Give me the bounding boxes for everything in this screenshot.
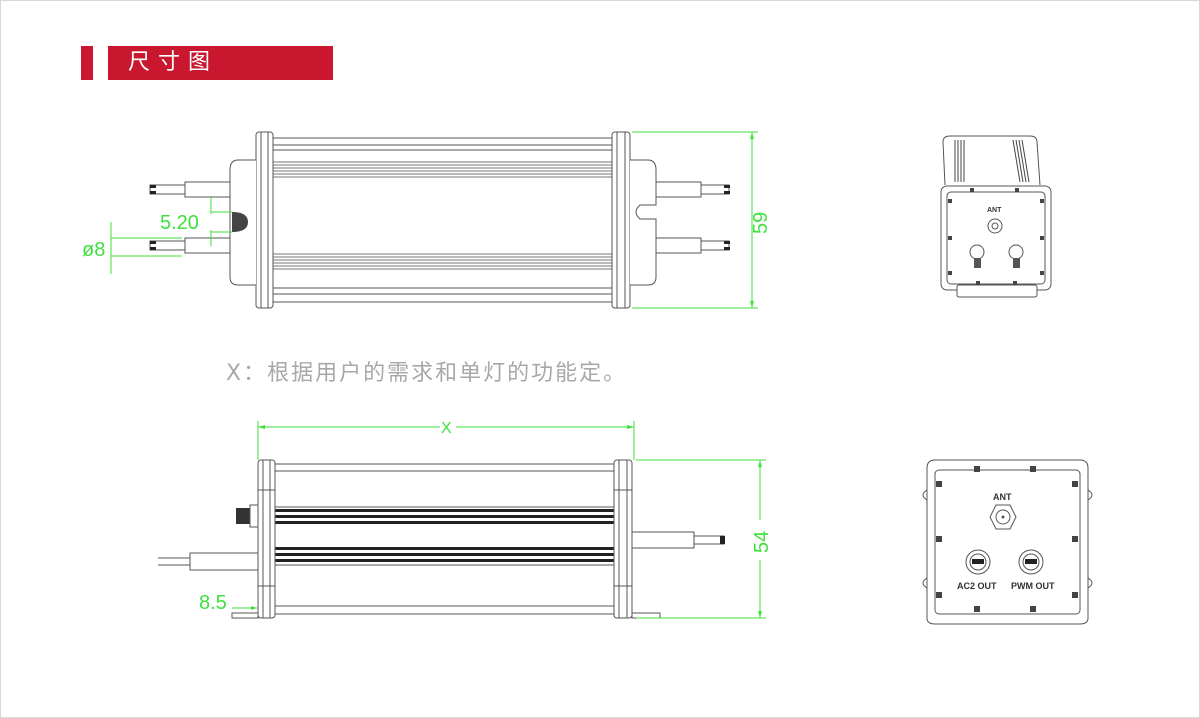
section-title: 尺寸图	[108, 46, 333, 80]
end-ant-label: ANT	[993, 492, 1012, 502]
end-ac2-out-label: AC2 OUT	[957, 581, 997, 591]
dim-length-x: X	[441, 420, 452, 437]
dim-offset-8-5: 8.5	[199, 592, 227, 614]
iso-ant-label: ANT	[987, 207, 1002, 214]
top-view-drawing	[149, 131, 730, 309]
dim-cable-diameter: ø8	[82, 239, 105, 261]
dimension-note: X：根据用户的需求和单灯的功能定。	[226, 361, 628, 386]
end-view-drawing: ANT AC2 OUT PWM OUT	[922, 459, 1093, 625]
top-view-dimensions: 59 5.20 ø8	[82, 131, 772, 309]
side-view-drawing	[158, 459, 725, 619]
dim-height-54: 54	[751, 531, 773, 553]
dim-gap-5-20: 5.20	[160, 212, 199, 234]
iso-view-drawing: ANT	[940, 135, 1052, 298]
dim-height-59: 59	[750, 212, 772, 234]
side-view-dimensions: X 54 8.5	[199, 420, 773, 619]
section-marker	[81, 46, 93, 80]
end-pwm-out-label: PWM OUT	[1011, 581, 1055, 591]
